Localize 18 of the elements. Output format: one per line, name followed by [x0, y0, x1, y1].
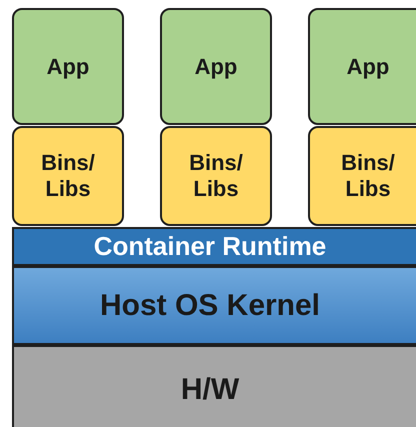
libraries-layer-box	[160, 126, 272, 226]
runtime-layer-band	[12, 227, 416, 266]
libraries-layer-box	[308, 126, 416, 226]
app-layer-box	[12, 8, 124, 125]
layer-label: Bins/ Libs	[40, 150, 96, 202]
layer-label: App	[194, 54, 238, 80]
layer-label: Host OS Kernel	[100, 288, 320, 322]
app-layer-box	[160, 8, 272, 125]
kernel-layer-band	[12, 266, 416, 345]
layer-label: Bins/ Libs	[340, 150, 396, 202]
layer-label: Bins/ Libs	[188, 150, 244, 202]
layer-label: Container Runtime	[94, 231, 326, 262]
app-layer-box	[308, 8, 416, 125]
layer-label: App	[46, 54, 90, 80]
layer-label: H/W	[180, 373, 240, 407]
hardware-layer-band	[12, 345, 416, 427]
libraries-layer-box	[12, 126, 124, 226]
layer-label: App	[346, 54, 390, 80]
